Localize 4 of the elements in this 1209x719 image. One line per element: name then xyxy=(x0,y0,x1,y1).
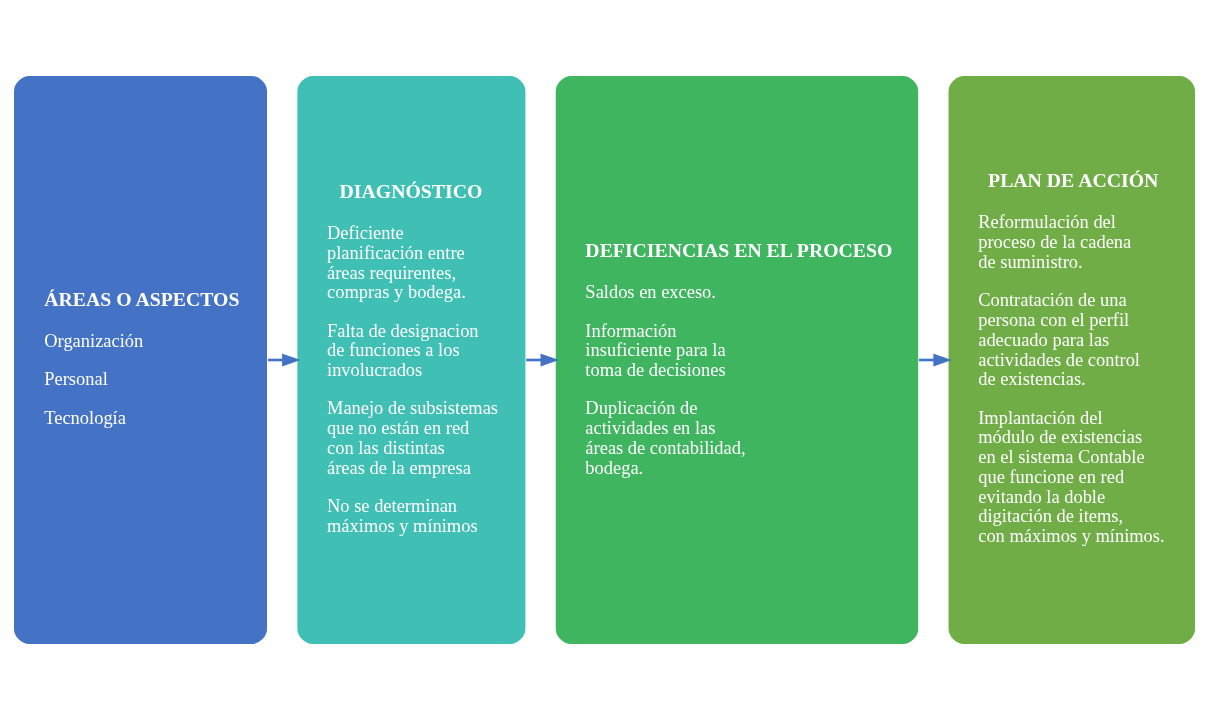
node-box: ÁREAS O ASPECTOS Organización Personal Tecnología xyxy=(12,74,269,645)
node-box: DIAGNÓSTICO Deficiente planificación entre áreas requirentes, compras y bodega. Falta de designacion de funciones a los involucrados Manejo de subsistemas que no están en red con las distintas áreas de la empresa No se determinan máximos y mínimos xyxy=(296,74,527,645)
node-box: DEFICIENCIAS EN EL PROCESO Saldos en exceso. Información insuficiente para la toma de decisiones Duplicación de actividades en las áreas de contabilidad, bodega. xyxy=(554,74,920,645)
node-box: PLAN DE ACCIÓN Reformulación del proceso de la cadena de suministro. Contratación de una persona con el perfil adecuado para las actividades de control de existencias. Implantación del módulo de existencias en el sistema Contable que funcione en red evitando la doble digitación de items, con máximos y mínimos. xyxy=(947,74,1197,645)
